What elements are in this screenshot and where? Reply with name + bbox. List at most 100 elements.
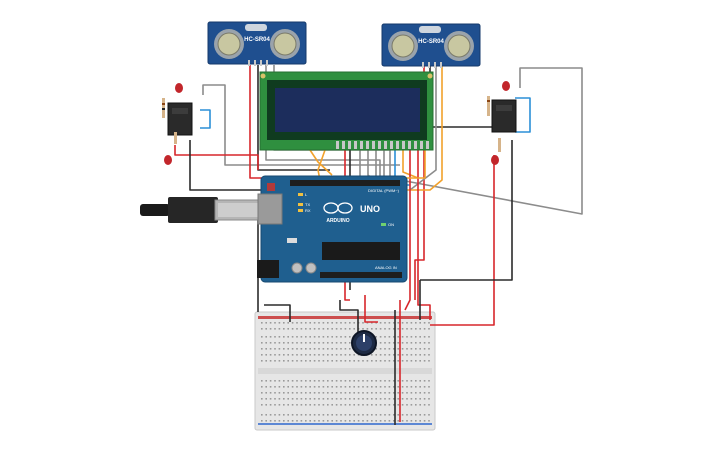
usb-cable	[140, 197, 263, 223]
breadboard-hole	[401, 354, 404, 356]
breadboard-hole	[261, 336, 263, 338]
breadboard-hole	[344, 404, 347, 406]
wire-gray	[399, 67, 583, 215]
breadboard-hole	[265, 392, 267, 394]
breadboard-hole	[318, 414, 320, 416]
breadboard-hole	[274, 348, 276, 350]
breadboard-hole	[379, 328, 382, 330]
breadboard-hole	[415, 414, 417, 416]
breadboard-hole	[406, 360, 408, 362]
breadboard-hole	[261, 392, 263, 394]
breadboard-hole	[296, 360, 298, 362]
wire-orange	[309, 149, 333, 176]
lcd-pin	[384, 141, 387, 149]
breadboard-hole	[309, 354, 311, 356]
breadboard-hole	[401, 342, 404, 344]
breadboard-hole	[388, 420, 391, 422]
breadboard-hole	[313, 380, 316, 382]
breadboard-hole	[287, 386, 289, 388]
breadboard-hole	[388, 328, 391, 330]
breadboard-hole	[305, 348, 307, 350]
breadboard-hole	[309, 386, 311, 388]
breadboard-hole	[419, 380, 421, 382]
breadboard-hole	[291, 328, 294, 330]
breadboard-hole	[335, 404, 338, 406]
breadboard-hole	[375, 336, 377, 338]
breadboard-hole	[357, 386, 360, 388]
breadboard-hole	[265, 322, 267, 324]
breadboard-hole	[423, 328, 426, 330]
breadboard-hole	[327, 342, 329, 344]
breadboard-hole	[397, 404, 399, 406]
breadboard-hole	[393, 348, 395, 350]
breadboard-hole	[406, 336, 408, 338]
lcd-pin	[354, 141, 357, 149]
breadboard-hole	[344, 420, 347, 422]
breadboard-hole	[305, 386, 307, 388]
breadboard-hole	[340, 328, 342, 330]
breadboard-hole	[428, 420, 430, 422]
breadboard-hole	[415, 336, 417, 338]
ultrasonic-sensor-right: HC-SR04	[381, 23, 481, 68]
lcd-pin	[402, 141, 405, 149]
breadboard-hole	[269, 348, 272, 350]
breadboard-hole	[410, 380, 413, 382]
breadboard-hole	[291, 414, 294, 416]
breadboard-hole	[349, 386, 351, 388]
breadboard-hole	[287, 348, 289, 350]
breadboard-hole	[300, 360, 303, 362]
breadboard-hole	[406, 404, 408, 406]
breadboard-hole	[397, 414, 399, 416]
breadboard-hole	[261, 348, 263, 350]
breadboard-hole	[296, 398, 298, 400]
breadboard-hole	[305, 398, 307, 400]
breadboard-hole	[313, 342, 316, 344]
wire-black	[433, 120, 501, 128]
breadboard-hole	[344, 414, 347, 416]
breadboard-hole	[401, 328, 404, 330]
breadboard-hole	[318, 404, 320, 406]
breadboard-hole	[296, 322, 298, 324]
lcd-pin	[378, 141, 381, 149]
breadboard-hole	[318, 336, 320, 338]
breadboard-hole	[331, 414, 333, 416]
breadboard-hole	[393, 414, 395, 416]
breadboard-hole	[309, 336, 311, 338]
ultrasonic-sensor-left: HC-SR04	[207, 21, 307, 66]
breadboard-hole	[344, 342, 347, 344]
breadboard-hole	[265, 360, 267, 362]
breadboard-hole	[410, 328, 413, 330]
breadboard-hole	[327, 354, 329, 356]
breadboard-hole	[428, 392, 430, 394]
breadboard-hole	[362, 420, 364, 422]
breadboard-hole	[393, 354, 395, 356]
breadboard-hole	[327, 398, 329, 400]
breadboard-hole	[318, 398, 320, 400]
breadboard-hole	[410, 398, 413, 400]
breadboard-hole	[406, 392, 408, 394]
breadboard-hole	[410, 354, 413, 356]
breadboard-hole	[388, 398, 391, 400]
led-red	[491, 155, 499, 165]
breadboard-hole	[335, 336, 338, 338]
breadboard-hole	[388, 336, 391, 338]
breadboard-hole	[401, 348, 404, 350]
breadboard-hole	[393, 360, 395, 362]
breadboard-hole	[283, 348, 285, 350]
breadboard-hole	[318, 328, 320, 330]
breadboard-hole	[322, 386, 325, 388]
wire-red	[417, 150, 431, 320]
breadboard-hole	[291, 420, 294, 422]
breadboard-hole	[313, 414, 316, 416]
breadboard-hole	[278, 348, 281, 350]
breadboard-hole	[388, 414, 391, 416]
breadboard-hole	[274, 420, 276, 422]
breadboard-hole	[305, 414, 307, 416]
breadboard-hole	[300, 342, 303, 344]
breadboard-hole	[419, 348, 421, 350]
breadboard-hole	[415, 348, 417, 350]
breadboard-hole	[269, 336, 272, 338]
breadboard-hole	[322, 404, 325, 406]
breadboard-hole	[283, 386, 285, 388]
breadboard-hole	[287, 392, 289, 394]
